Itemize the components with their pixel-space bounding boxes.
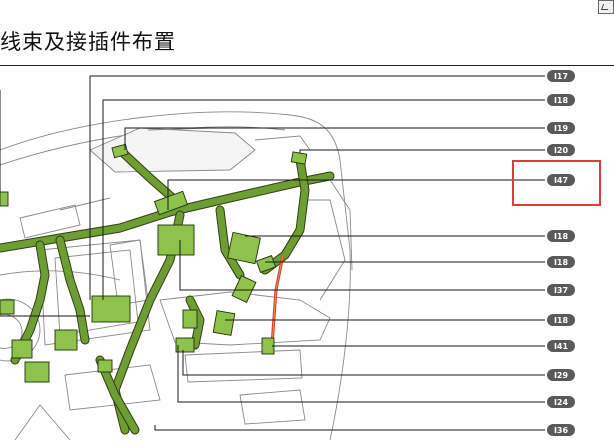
callout-label: I47 (554, 176, 568, 185)
callout-label: I18 (554, 316, 569, 325)
callout-label: I19 (554, 124, 569, 133)
callout-label: I29 (554, 371, 569, 380)
callout-label: I17 (554, 72, 568, 81)
highlight-box (512, 160, 601, 206)
callout-label: I20 (554, 146, 569, 155)
callout-i47[interactable]: I47 (547, 174, 575, 186)
callout-i37[interactable]: I37 (547, 284, 575, 296)
callout-i17[interactable]: I17 (547, 70, 575, 82)
callout-i19[interactable]: I19 (547, 122, 575, 134)
callout-i18-2[interactable]: I18 (547, 230, 575, 242)
callout-i18-1[interactable]: I18 (547, 94, 575, 106)
callout-i18-4[interactable]: I18 (547, 314, 575, 326)
callout-label: I36 (554, 426, 569, 435)
callout-label: I18 (554, 258, 569, 267)
callout-label: I24 (554, 398, 569, 407)
callout-label: I18 (554, 96, 569, 105)
callout-label: I37 (554, 286, 568, 295)
callout-i36[interactable]: I36 (547, 424, 575, 436)
callout-i29[interactable]: I29 (547, 369, 575, 381)
callout-label: I18 (554, 232, 569, 241)
title-divider (0, 65, 614, 66)
callout-i41[interactable]: I41 (547, 340, 575, 352)
callout-i18-3[interactable]: I18 (547, 256, 575, 268)
callout-i24[interactable]: I24 (547, 396, 575, 408)
callout-badges: I17 I18 I19 I20 I47 I18 I18 I37 (547, 70, 575, 436)
callout-label: I41 (554, 342, 569, 351)
callout-i20[interactable]: I20 (547, 144, 575, 156)
page-title: 线束及接插件布置 (0, 30, 176, 54)
connectors (0, 143, 308, 383)
callout-leaders (0, 75, 545, 431)
